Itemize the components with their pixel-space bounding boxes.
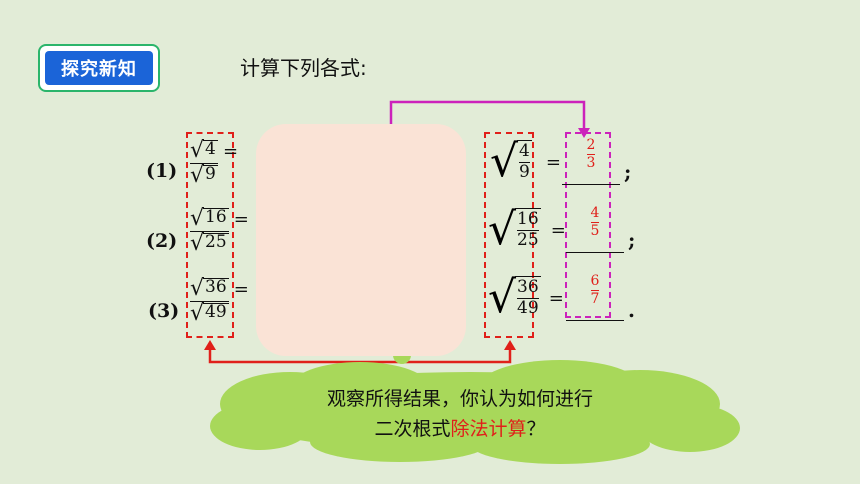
row-1-right-num: 4 (519, 141, 530, 161)
row-3-left-expression: √36 √49 = (190, 276, 249, 326)
row-3-right-den: 49 (517, 297, 539, 318)
section-badge-label: 探究新知 (45, 51, 153, 85)
magenta-arrow (389, 100, 586, 130)
row-3-left-den: 49 (203, 302, 229, 322)
blank-work-area (256, 124, 466, 356)
row-1-end-punct: ; (624, 160, 632, 184)
row-1-answer-num: 2 (586, 137, 596, 153)
row-2-left-num: 16 (203, 207, 229, 227)
row-2-left-eq: = (233, 209, 249, 230)
row-1-left-num: 4 (203, 139, 218, 159)
row-2-right-num: 16 (517, 209, 539, 229)
section-badge: 探究新知 (38, 44, 160, 92)
answer-column-frame (565, 132, 611, 318)
red-arrowhead-left (204, 340, 216, 350)
row-1-right-den: 9 (519, 161, 530, 182)
thought-cloud (210, 360, 740, 464)
row-2-answer-den: 5 (590, 222, 600, 239)
row-3-answer-den: 7 (590, 290, 600, 307)
row-3-left-eq: = (233, 279, 249, 300)
thought-line-2-suffix: ？ (526, 418, 546, 440)
row-2-left-den: 25 (203, 232, 229, 252)
row-2-answer-num: 4 (590, 205, 600, 221)
thought-line-2-prefix: 二次根式 (374, 418, 451, 440)
row-1-label: (1) (146, 160, 178, 182)
row-3-right-num: 36 (517, 277, 539, 297)
thought-cloud-text: 观察所得结果，你认为如何进行 二次根式除法计算？ (240, 384, 680, 444)
row-2-label: (2) (146, 230, 178, 252)
row-3-end-punct: . (628, 298, 635, 322)
thought-highlight: 除法计算 (450, 418, 527, 440)
thought-line-1: 观察所得结果，你认为如何进行 (326, 388, 593, 410)
thought-line-2: 二次根式除法计算？ (240, 414, 680, 444)
row-1-right-eq: = (545, 151, 561, 173)
row-3-answer-num: 6 (590, 273, 600, 289)
row-1-answer-den: 3 (586, 154, 596, 171)
row-3-right-eq: = (548, 287, 564, 309)
row-2-left-expression: √16 √25 = (190, 206, 249, 256)
left-column-frame (186, 132, 234, 338)
right-column-frame (484, 132, 534, 338)
row-3-label: (3) (148, 300, 180, 322)
row-1-left-den: 9 (203, 164, 218, 184)
row-1-left-eq: = (222, 141, 239, 162)
row-3-left-num: 36 (203, 277, 229, 297)
row-2-right-den: 25 (517, 229, 539, 250)
row-1-left-expression: √4 √9 = (190, 138, 239, 188)
row-2-end-punct: ; (628, 228, 636, 252)
instruction-text: 计算下列各式: (240, 56, 367, 80)
red-arrowhead-right (504, 340, 516, 350)
row-2-right-eq: = (550, 219, 566, 241)
